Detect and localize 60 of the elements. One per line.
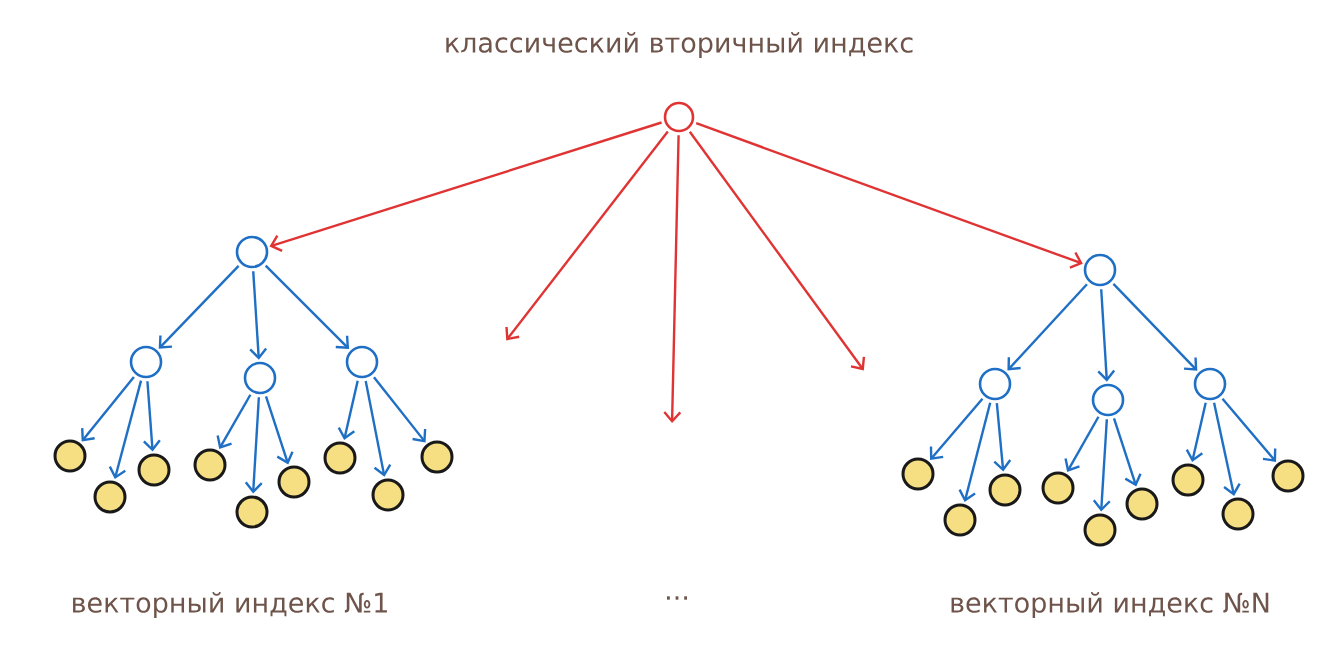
root-circle: [663, 101, 695, 133]
leaf-circle: [901, 457, 935, 491]
leaf-circle: [1083, 513, 1117, 547]
tree-node-circle: [1193, 367, 1227, 401]
arrow: [158, 265, 240, 349]
leaf-circle: [193, 448, 227, 482]
leaf-circle: [93, 480, 127, 514]
arrow: [993, 403, 1012, 472]
arrow: [1092, 419, 1111, 512]
leaf-circle: [1221, 497, 1255, 531]
arrow: [337, 380, 359, 440]
arrow: [364, 380, 392, 477]
tree-node-circle: [345, 345, 379, 379]
tree-node-circle: [1091, 383, 1125, 417]
arrow: [264, 264, 350, 350]
leaf-circle: [988, 473, 1022, 507]
arrow: [695, 122, 1083, 269]
leaf-circle: [277, 465, 311, 499]
arrow: [663, 135, 682, 423]
leaf-circle: [1271, 459, 1305, 493]
arrow: [688, 131, 866, 371]
arrow: [1185, 402, 1207, 462]
arrow: [264, 395, 294, 465]
leaf-circle: [1041, 471, 1075, 505]
label: векторный индекс №1: [73, 591, 387, 619]
leaf-circle: [420, 440, 454, 474]
title: классический вторичный индекс: [446, 31, 913, 59]
arrow: [1007, 283, 1088, 371]
arrow: [249, 271, 268, 360]
arrow: [216, 394, 252, 449]
arrow: [269, 121, 662, 252]
leaf-circle: [137, 453, 171, 487]
arrow: [1097, 289, 1116, 382]
leaf-circle: [53, 439, 87, 473]
label: векторный индекс №N: [951, 591, 1269, 619]
arrow: [929, 397, 984, 460]
tree-node-circle: [243, 361, 277, 395]
leaf-circle: [235, 495, 269, 529]
leaf-circle: [323, 441, 357, 475]
tree-node-circle: [978, 367, 1012, 401]
leaf-circle: [943, 503, 977, 537]
tree-node-circle: [235, 235, 269, 269]
arrow: [244, 397, 263, 494]
arrow: [143, 381, 161, 452]
tree-node-circle: [129, 345, 163, 379]
tree-node-circle: [1083, 253, 1117, 287]
leaf-circle: [371, 478, 405, 512]
leaf-circle: [1125, 487, 1159, 521]
arrow: [958, 402, 992, 503]
arrow: [1212, 402, 1241, 496]
arrow: [1221, 397, 1277, 462]
label: ...: [667, 596, 687, 600]
leaf-circle: [1171, 463, 1205, 497]
arrow: [1112, 283, 1198, 371]
arrow: [81, 376, 135, 442]
arrow: [505, 130, 669, 341]
arrow: [373, 376, 427, 443]
arrow: [1112, 417, 1142, 487]
arrow: [1064, 416, 1100, 472]
arrow: [108, 380, 143, 480]
